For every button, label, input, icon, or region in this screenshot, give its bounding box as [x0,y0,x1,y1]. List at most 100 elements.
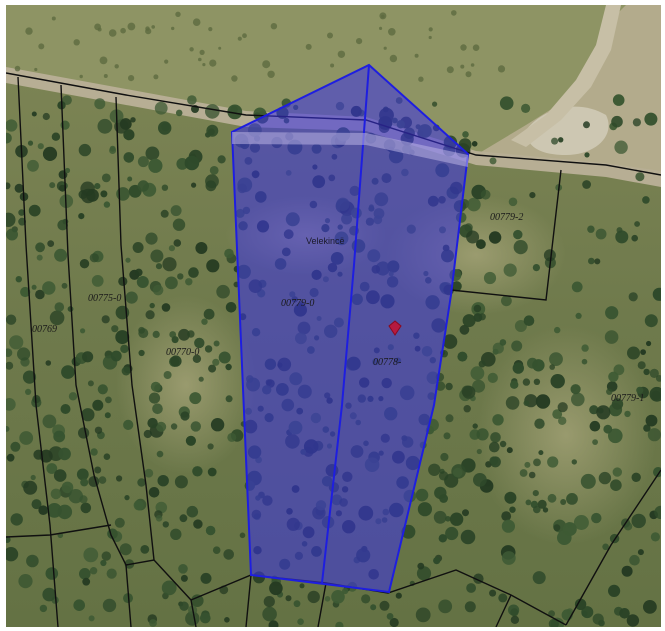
tree [510,380,519,389]
tree [596,405,611,420]
tree [637,549,644,556]
tree [554,326,561,334]
shrub [120,27,126,34]
tree [562,522,577,537]
tree [18,209,25,216]
tree [212,546,221,554]
tree [218,351,231,364]
tree [185,278,193,286]
tree [6,182,11,190]
tree [88,615,95,622]
tree [193,519,203,529]
shrub [237,36,242,41]
tree [543,249,556,262]
parcel-label-00775-0: 00775-0 [88,293,121,304]
tree [538,450,544,456]
tree [223,549,234,560]
tree [20,286,31,298]
tree [206,259,220,273]
tree [532,359,545,372]
shrub [153,74,159,80]
tree [185,435,196,446]
map-view[interactable]: Velekincë 00779-2 00779-1 00779-0 00775-… [6,5,661,627]
tree [191,182,197,188]
tree [489,157,497,165]
road-through-selection [232,132,468,167]
parcel-label-00778: 00778- [373,357,401,368]
tree [137,478,146,487]
tree [6,547,19,562]
tree [263,596,275,608]
tree [574,598,587,610]
selected-parcel-overlay[interactable] [230,63,470,594]
tree [582,180,591,189]
tree [118,276,128,286]
tree [472,423,478,429]
tree [506,447,513,454]
shrub [465,71,472,78]
tree [158,121,172,135]
tree [58,447,71,461]
clearing [476,325,656,545]
tree [185,611,200,626]
tree [103,201,111,208]
tree [106,568,117,579]
tree [92,399,104,411]
tree [440,452,449,462]
tree [262,606,277,622]
map-pin-icon[interactable] [388,320,402,336]
tree [615,230,629,244]
tree [98,476,107,484]
tree [239,532,246,539]
tree [499,440,507,448]
shrub [389,54,398,63]
tree [621,565,633,577]
tree [23,480,38,495]
tree [514,320,527,332]
tree [395,592,402,599]
tree [38,505,48,515]
shrub [428,27,433,32]
tree [123,419,134,430]
tree [145,146,160,161]
tree [558,416,567,425]
tree [186,505,199,518]
tree [140,545,150,554]
tree [416,566,432,581]
tree [188,267,199,278]
tree [629,554,640,566]
tree [125,291,138,304]
tree [15,276,22,283]
tree [28,204,41,217]
tree [204,345,213,353]
tree [550,374,565,389]
tree [174,475,188,489]
tree [165,276,178,290]
tree [386,613,394,620]
tree [18,217,26,226]
shrub [103,74,108,78]
tree [473,304,482,313]
tree [647,428,661,442]
tree [583,121,590,129]
tree [123,152,135,163]
tree [594,258,601,265]
tree [227,104,243,120]
shrub [175,11,181,17]
shrub [470,63,475,67]
tree [535,394,551,409]
tree [589,420,601,432]
shrub [446,66,454,74]
tree [612,467,622,477]
tree [379,600,390,611]
tree [138,349,145,357]
tree [101,315,110,324]
map-canvas[interactable]: Velekincë 00779-2 00779-1 00779-0 00775-… [6,5,661,627]
tree [170,205,182,217]
tree [170,355,182,367]
tree [152,284,164,296]
tree [504,491,517,504]
tree [532,264,541,272]
tree [213,340,220,347]
tree [53,469,67,482]
